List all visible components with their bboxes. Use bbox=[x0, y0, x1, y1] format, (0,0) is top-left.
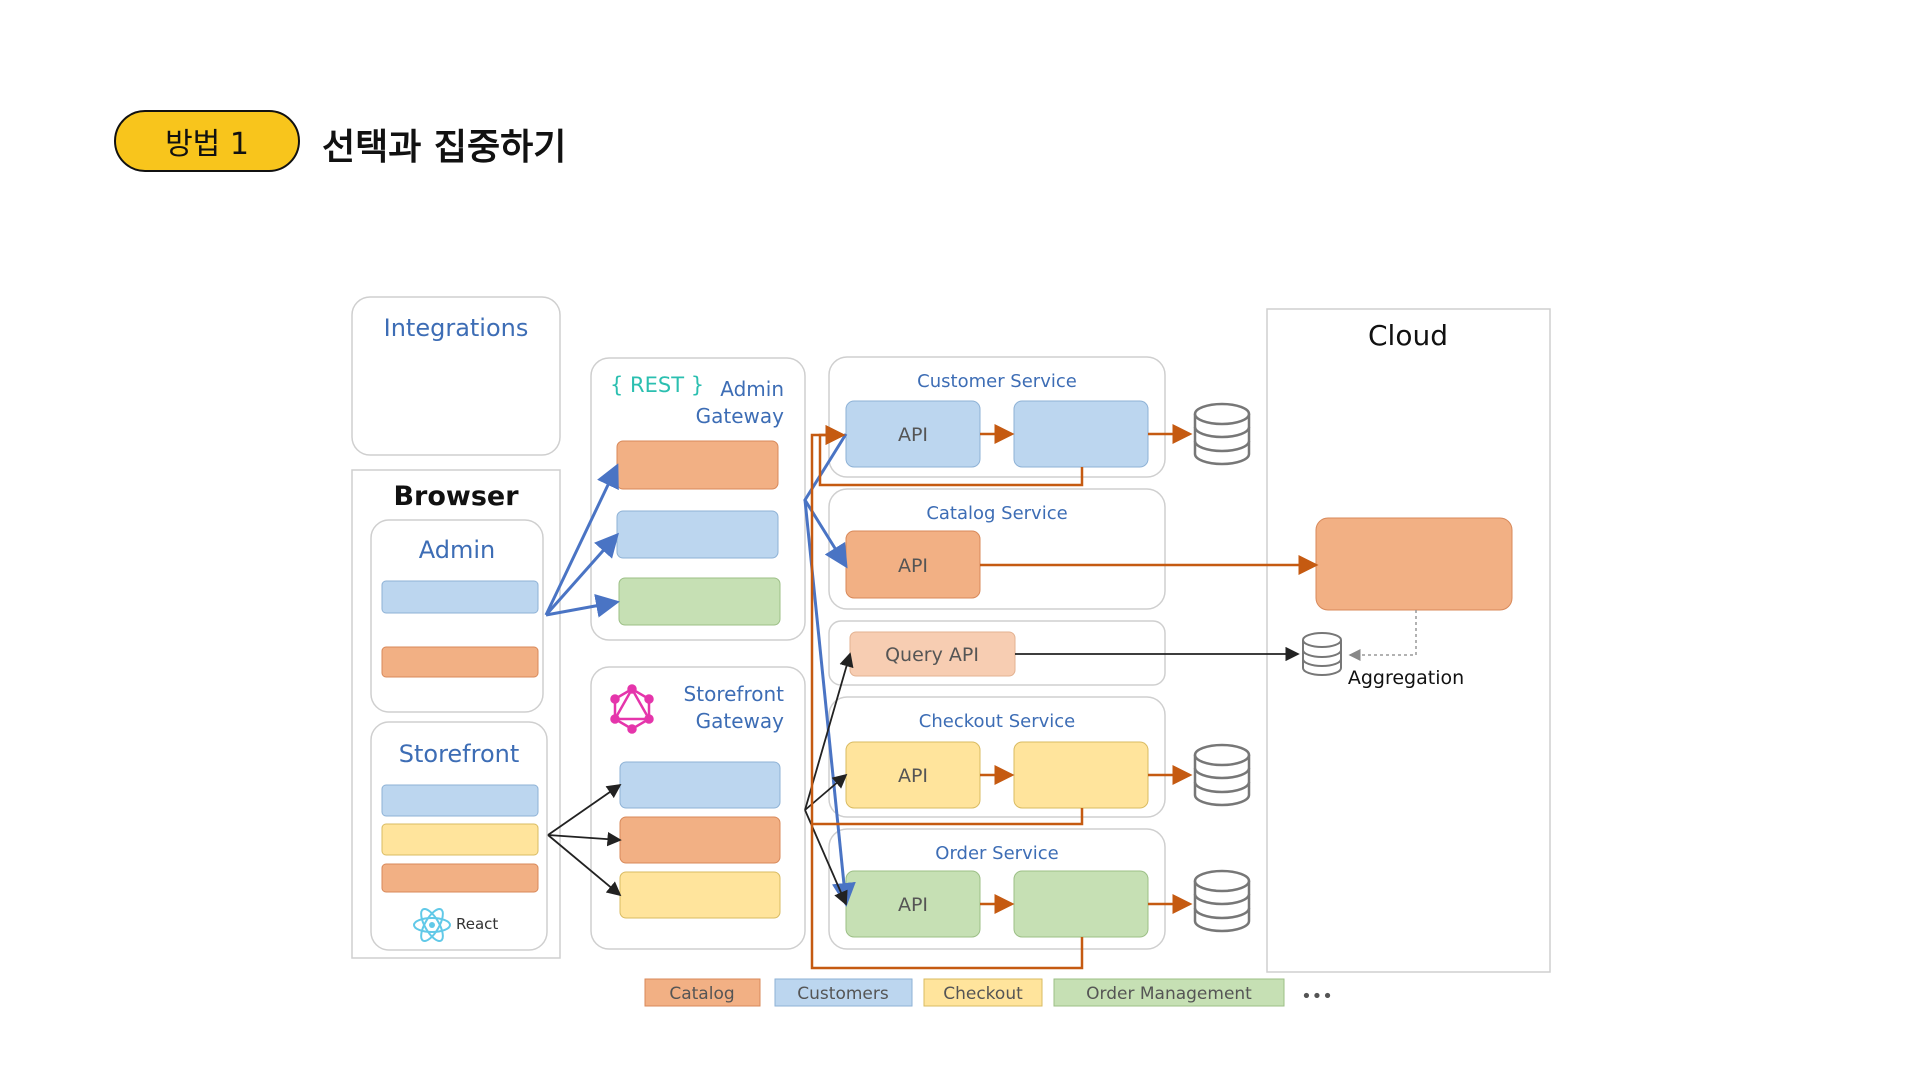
legend-more: ••• bbox=[1301, 986, 1333, 1007]
legend-catalog-label: Catalog bbox=[669, 984, 734, 1004]
admin-customers-block bbox=[381, 580, 539, 614]
react-icon bbox=[413, 908, 451, 942]
legend-catalog-swatch bbox=[644, 978, 761, 1007]
admin-label: Admin bbox=[419, 536, 496, 564]
integrations-box bbox=[351, 296, 561, 456]
legend-customers-label: Customers bbox=[797, 984, 889, 1004]
legend-checkout-label: Checkout bbox=[943, 984, 1023, 1004]
storefront-checkout-block bbox=[381, 823, 539, 856]
admin-gateway-label-2: Gateway bbox=[696, 404, 785, 428]
browser-label: Browser bbox=[393, 481, 519, 512]
graphql-icon bbox=[610, 684, 654, 734]
storefront-catalog-block bbox=[381, 863, 539, 893]
customer-service-label: Customer Service bbox=[917, 371, 1077, 392]
checkout-service-label: Checkout Service bbox=[919, 711, 1075, 732]
checkout-api-label: API bbox=[898, 765, 928, 787]
cloud-catalog-block bbox=[1315, 517, 1513, 611]
order-database-icon bbox=[1193, 869, 1251, 933]
rest-logo: { REST } bbox=[610, 373, 704, 397]
storefront-label: Storefront bbox=[399, 740, 520, 768]
aggregation-connector bbox=[1348, 610, 1417, 661]
page-title: 선택과 집중하기 bbox=[322, 127, 567, 168]
storefront-gateway-customers-block bbox=[619, 761, 781, 809]
storefront-gateway-catalog-block bbox=[619, 816, 781, 864]
admin-gateway-order-block bbox=[618, 577, 781, 626]
legend-order-swatch bbox=[1053, 978, 1285, 1007]
customer-database-icon bbox=[1193, 402, 1251, 466]
query-api-label: Query API bbox=[885, 644, 979, 666]
catalog-service-label: Catalog Service bbox=[926, 503, 1067, 524]
checkout-database-icon bbox=[1193, 743, 1251, 807]
checkout-data-block bbox=[1013, 741, 1149, 809]
legend-customers-swatch bbox=[774, 978, 913, 1007]
admin-gateway-catalog-block bbox=[616, 440, 779, 490]
legend-checkout-swatch bbox=[923, 978, 1043, 1007]
storefront-gateway-label-2: Gateway bbox=[696, 709, 785, 733]
storefront-gateway-checkout-block bbox=[619, 871, 781, 919]
admin-gateway-label-1: Admin bbox=[720, 377, 784, 401]
method-badge: 방법 1 bbox=[114, 110, 300, 172]
order-data-block bbox=[1013, 870, 1149, 938]
admin-connectors bbox=[544, 433, 856, 907]
customer-data-block bbox=[1013, 400, 1149, 468]
admin-catalog-block bbox=[381, 646, 539, 678]
aggregation-label: Aggregation bbox=[1348, 667, 1464, 689]
admin-gateway-customers-block bbox=[616, 510, 779, 559]
storefront-gateway-label-1: Storefront bbox=[684, 682, 785, 706]
integrations-label: Integrations bbox=[384, 314, 529, 342]
event-connectors bbox=[810, 424, 1319, 970]
catalog-api-label: API bbox=[898, 555, 928, 577]
storefront-customers-block bbox=[381, 784, 539, 817]
aggregation-database-icon bbox=[1302, 632, 1342, 676]
order-api-label: API bbox=[898, 894, 928, 916]
customer-api-label: API bbox=[898, 424, 928, 446]
cloud-label: Cloud bbox=[1368, 319, 1448, 352]
legend-order-label: Order Management bbox=[1086, 984, 1252, 1004]
react-label: React bbox=[456, 915, 498, 933]
order-service-label: Order Service bbox=[935, 843, 1058, 864]
